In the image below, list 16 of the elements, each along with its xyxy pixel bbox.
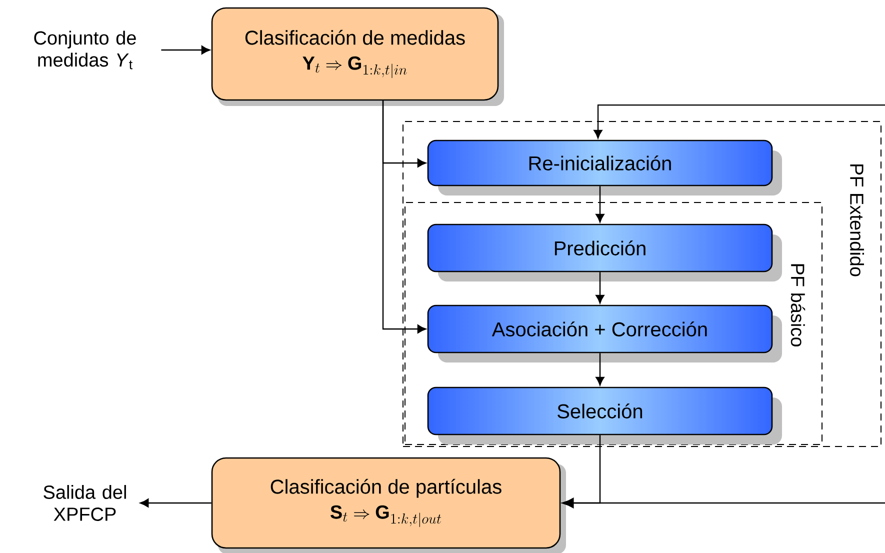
step-box: Selección — [427, 386, 782, 444]
step-box: Asociación + Corrección — [427, 304, 782, 362]
arrow — [161, 46, 210, 54]
arrow — [594, 104, 885, 139]
arrow — [562, 498, 885, 508]
step-box: Re-inicialización — [427, 140, 782, 196]
text-label: Conjunto de medidas Y$_{t}$ — [34, 30, 136, 70]
arrow — [140, 498, 212, 508]
process-box: Clasificación de medidas $\mathbf{Y}_{t} \Rightarrow \mathbf{G}_{1:k,t|in}$ — [211, 7, 504, 106]
arrow — [382, 99, 426, 334]
arrow — [596, 272, 604, 304]
process-box: Clasificación de partículas $\mathbf{S}_{t} \Rightarrow \mathbf{G}_{1:k,t|out}$ — [211, 457, 566, 553]
step-box: Predicción — [427, 224, 782, 282]
arrow — [596, 353, 604, 386]
text-label: Salida del XPFCP — [44, 485, 126, 521]
arrow — [596, 186, 604, 223]
